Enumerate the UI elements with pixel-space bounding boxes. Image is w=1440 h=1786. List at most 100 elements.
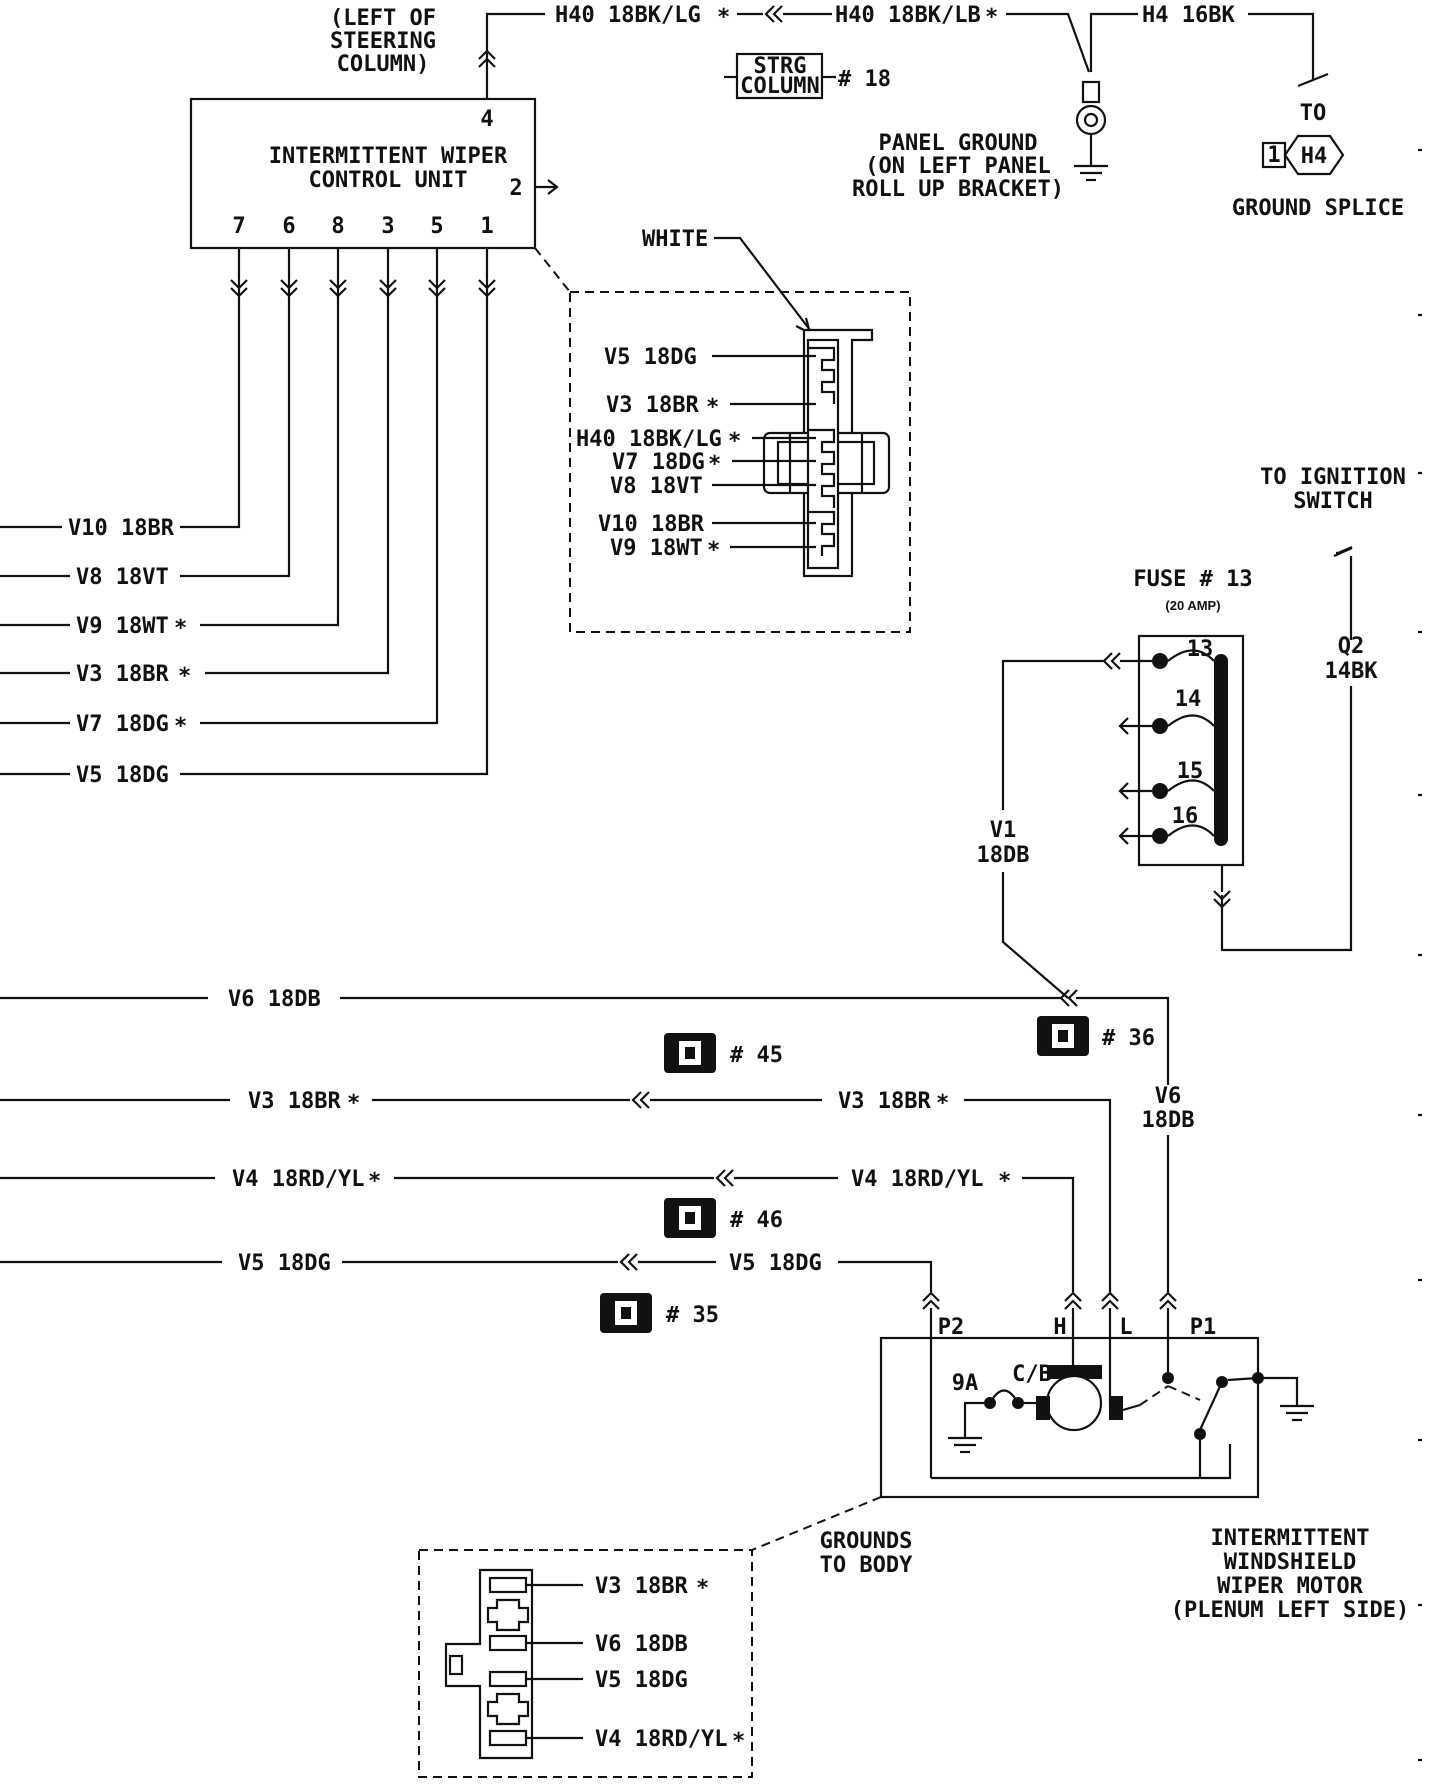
pin-label: 5 (430, 214, 443, 239)
motor-armature-icon (1045, 1374, 1103, 1432)
wire-label: V8 18VT (76, 565, 169, 590)
wire-label: H4 16BK (1142, 3, 1235, 28)
wire-label: V5 18DG (76, 763, 169, 788)
wire-label: V6 18DB (228, 987, 321, 1012)
wire-label: * (708, 452, 721, 477)
wire-label: * (707, 538, 720, 563)
connector-wire-label: V3 18BR (606, 393, 699, 418)
connector-wire-label: V8 18VT (610, 474, 703, 499)
control-unit-title: INTERMITTENT WIPER (269, 144, 508, 169)
control-unit-box (189, 97, 537, 250)
motor-title: WIPER MOTOR (1217, 1574, 1363, 1599)
wire-label: * (728, 429, 741, 454)
connector-ref-icon (664, 1033, 716, 1073)
ref-label: # 46 (730, 1208, 783, 1233)
motor-connector-detail (418, 1549, 753, 1778)
wire-label: V7 18DG (76, 712, 169, 737)
strg-ref: # 18 (838, 67, 891, 92)
fuse-rating: (20 AMP) (1165, 598, 1220, 613)
connector-wire-label: V7 18DG (612, 450, 705, 475)
motor-connector-wire: V3 18BR (595, 1574, 688, 1599)
location-label: COLUMN) (337, 52, 430, 77)
wire-label: V4 18RD/YL (851, 1167, 983, 1192)
fuse-title: FUSE # 13 (1133, 567, 1252, 592)
ignition-label: SWITCH (1293, 489, 1372, 514)
pin-label: 7 (232, 214, 245, 239)
wire-label: * (696, 1576, 709, 1601)
wire-label: * (178, 664, 191, 689)
strg-label: COLUMN (740, 74, 819, 99)
motor-pin: P2 (938, 1315, 965, 1340)
motor-connector-wire: V4 18RD/YL (595, 1727, 727, 1752)
motor-connector-body (444, 1568, 534, 1760)
wire-label: * (732, 1729, 745, 1754)
pin-label: 2 (509, 176, 522, 201)
motor-connector-wire: V5 18DG (595, 1668, 688, 1693)
panel-ground-label: PANEL GROUND (879, 131, 1038, 156)
motor-title: INTERMITTENT (1211, 1526, 1370, 1551)
wire-label: V4 18RD/YL (232, 1167, 364, 1192)
cb-label: C/B (1012, 1362, 1052, 1387)
connector-wire-label: V5 18DG (604, 345, 697, 370)
wire-label: * (347, 1091, 360, 1116)
fuse-bus-bar (1214, 654, 1228, 846)
panel-ground-label: (ON LEFT PANEL (865, 154, 1050, 179)
strg-column-box (735, 52, 824, 100)
wire-label: * (368, 1169, 381, 1194)
wire-label: H40 18BK/LB (835, 3, 981, 28)
connector-wire-label: H40 18BK/LG (576, 427, 722, 452)
v6-label: V6 (1155, 1084, 1182, 1109)
panel-ground-label: ROLL UP BRACKET) (852, 177, 1064, 202)
ignition-wire: 14BK (1325, 659, 1379, 684)
grounds-label: TO BODY (820, 1553, 913, 1578)
fuse-number: 16 (1172, 804, 1199, 829)
wire-label: V3 18BR (248, 1089, 341, 1114)
strg-label: STRG (754, 54, 807, 79)
wire-label: * (174, 714, 187, 739)
pin-label: 4 (480, 107, 493, 132)
location-label: STEERING (330, 29, 436, 54)
ignition-wire: Q2 (1338, 634, 1365, 659)
motor-pin: L (1119, 1315, 1132, 1340)
connector-ref-icon (600, 1293, 652, 1333)
splice-pin: 1 (1267, 143, 1280, 168)
ground-eyelet-icon (1075, 104, 1107, 136)
fuse-number: 13 (1187, 637, 1214, 662)
motor-connector-wire: V6 18DB (595, 1632, 688, 1657)
margin-ticks (1418, 148, 1422, 1762)
pin-label: 1 (480, 214, 493, 239)
connector-wire-label: V9 18WT (610, 536, 703, 561)
ref-label: # 36 (1102, 1026, 1155, 1051)
fuse-number: 14 (1175, 687, 1202, 712)
wire-label: V9 18WT (76, 614, 169, 639)
location-label: (LEFT OF (330, 6, 436, 31)
v1-label: 18DB (977, 843, 1030, 868)
ref-label: # 35 (666, 1303, 719, 1328)
motor-pin: P1 (1190, 1315, 1217, 1340)
motor-pin: H (1053, 1315, 1066, 1340)
v6-label: 18DB (1142, 1108, 1195, 1133)
wire-label: * (936, 1091, 949, 1116)
connector-wire-label: V10 18BR (598, 512, 705, 537)
ground-splice-label: GROUND SPLICE (1232, 196, 1404, 221)
motor-title: WINDSHIELD (1224, 1550, 1356, 1575)
fuse-number: 15 (1177, 759, 1204, 784)
connector-detail-box (569, 291, 911, 633)
wire-label: * (706, 395, 719, 420)
wire-label: V5 18DG (729, 1251, 822, 1276)
pin-label: 3 (381, 214, 394, 239)
splice-diamond (1283, 134, 1345, 176)
wire-label: * (985, 5, 998, 30)
splice-id: H4 (1301, 144, 1328, 169)
ground-splice-to: TO (1300, 101, 1327, 126)
wire-label: V10 18BR (68, 516, 175, 541)
connector-ref-icon (664, 1198, 716, 1238)
grounds-label: GROUNDS (820, 1529, 913, 1554)
pin-label: 6 (282, 214, 295, 239)
ref-label: # 45 (730, 1043, 783, 1068)
wire-label: * (717, 5, 730, 30)
ignition-label: TO IGNITION (1260, 465, 1406, 490)
wire-label: V3 18BR (76, 662, 169, 687)
motor-title: (PLENUM LEFT SIDE) (1171, 1598, 1409, 1623)
